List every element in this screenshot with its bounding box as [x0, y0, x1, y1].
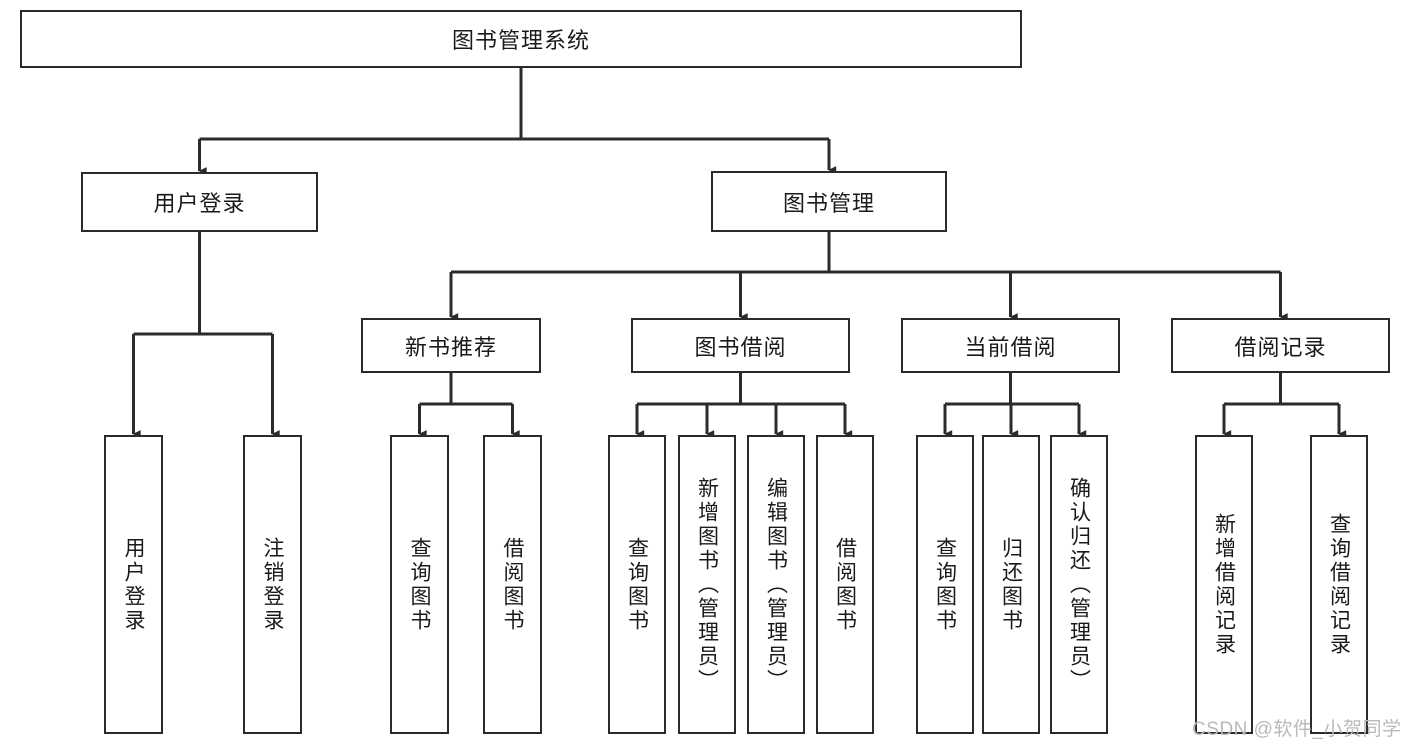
leaf-confirm-return[interactable]: 确认归还（管理员） [1050, 435, 1108, 734]
leaf-query-book-recommend-label: 查询图书 [408, 536, 431, 633]
node-new-book-recommend[interactable]: 新书推荐 [361, 318, 541, 373]
leaf-query-book-borrow[interactable]: 查询图书 [608, 435, 666, 734]
leaf-edit-book[interactable]: 编辑图书（管理员） [747, 435, 805, 734]
leaf-add-book-label: 新增图书（管理员） [695, 476, 719, 693]
leaf-query-borrow-record[interactable]: 查询借阅记录 [1310, 435, 1368, 734]
node-borrow-record[interactable]: 借阅记录 [1171, 318, 1390, 373]
leaf-return-book[interactable]: 归还图书 [982, 435, 1040, 734]
node-book-manage[interactable]: 图书管理 [711, 171, 947, 232]
node-book-borrow-label: 图书借阅 [694, 334, 787, 360]
leaf-confirm-return-label: 确认归还（管理员） [1067, 476, 1091, 693]
watermark: CSDN @软件_小贺同学 [1192, 719, 1402, 740]
leaf-borrow-book-recommend[interactable]: 借阅图书 [483, 435, 542, 734]
node-new-book-recommend-label: 新书推荐 [404, 334, 497, 360]
node-user-login[interactable]: 用户登录 [81, 172, 318, 232]
leaf-borrow-book[interactable]: 借阅图书 [816, 435, 874, 734]
leaf-query-book-recommend[interactable]: 查询图书 [390, 435, 449, 734]
leaf-user-login[interactable]: 用户登录 [104, 435, 163, 734]
leaf-logout-label: 注销登录 [261, 536, 284, 633]
leaf-query-borrow-record-label: 查询借阅记录 [1327, 512, 1351, 657]
leaf-return-book-label: 归还图书 [999, 536, 1023, 633]
leaf-query-book-borrow-label: 查询图书 [625, 536, 649, 633]
node-book-borrow[interactable]: 图书借阅 [631, 318, 850, 373]
node-current-borrow[interactable]: 当前借阅 [901, 318, 1120, 373]
leaf-query-book-current-label: 查询图书 [933, 536, 957, 633]
leaf-query-book-current[interactable]: 查询图书 [916, 435, 974, 734]
leaf-edit-book-label: 编辑图书（管理员） [764, 476, 788, 693]
leaf-add-book[interactable]: 新增图书（管理员） [678, 435, 736, 734]
node-user-login-label: 用户登录 [153, 191, 246, 216]
node-root-label: 图书管理系统 [451, 28, 590, 53]
node-root[interactable]: 图书管理系统 [20, 10, 1022, 68]
node-book-manage-label: 图书管理 [782, 190, 875, 216]
leaf-add-borrow-record[interactable]: 新增借阅记录 [1195, 435, 1253, 734]
leaf-user-login-label: 用户登录 [122, 536, 145, 633]
leaf-add-borrow-record-label: 新增借阅记录 [1212, 512, 1236, 657]
leaf-borrow-book-recommend-label: 借阅图书 [501, 536, 524, 633]
leaf-logout[interactable]: 注销登录 [243, 435, 302, 734]
node-current-borrow-label: 当前借阅 [964, 334, 1057, 360]
leaf-borrow-book-label: 借阅图书 [833, 536, 857, 633]
node-borrow-record-label: 借阅记录 [1234, 334, 1327, 360]
